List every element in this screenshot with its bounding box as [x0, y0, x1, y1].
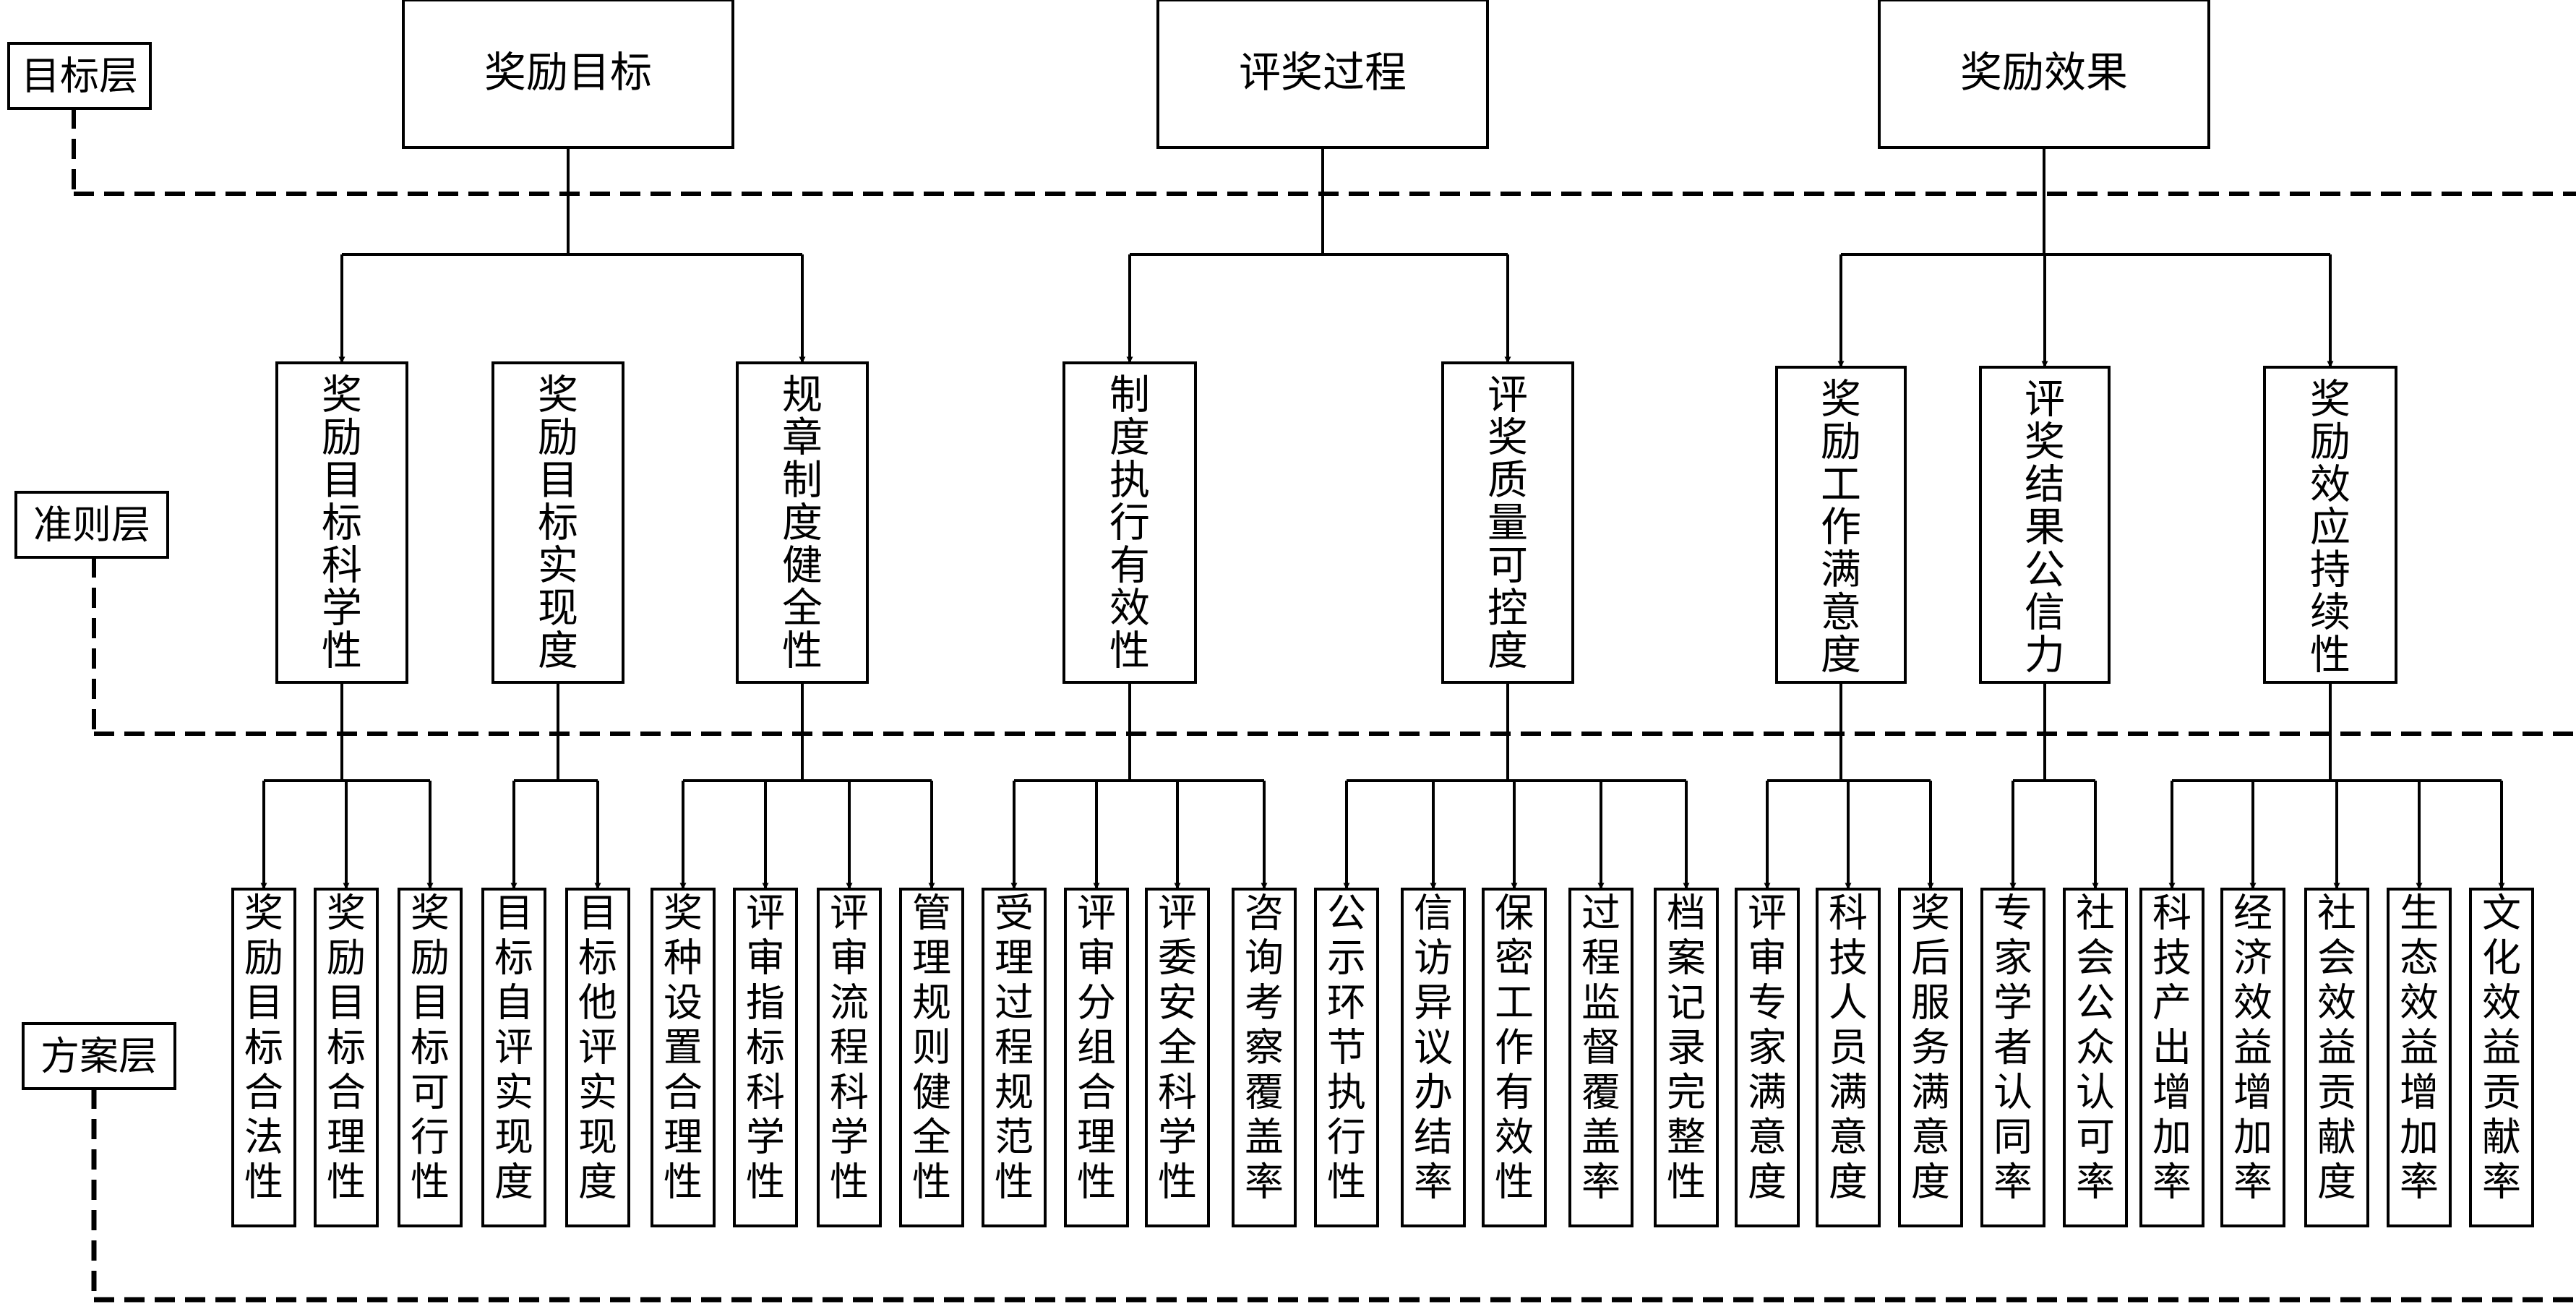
scheme-label: 生态效益增加率: [2400, 891, 2439, 1205]
scheme-label: 评审分组合理性: [1077, 891, 1116, 1205]
scheme-label: 受理过程规范性: [995, 891, 1034, 1205]
scheme-box: [817, 888, 882, 1227]
goal-label: 评奖过程: [1239, 48, 1407, 97]
scheme-label: 目标自评实现度: [494, 891, 533, 1205]
scheme-label: 经济效益增加率: [2233, 891, 2272, 1205]
scheme-box: [565, 888, 630, 1227]
criteria-label: 评奖结果公信力: [2025, 376, 2065, 679]
scheme-box: [231, 888, 296, 1227]
scheme-label: 评审流程科学性: [830, 891, 869, 1205]
scheme-box: [1145, 888, 1210, 1227]
criteria-box: [1775, 366, 1907, 684]
scheme-label: 专家学者认同率: [1993, 891, 2032, 1205]
scheme-label: 社会效益贡献度: [2317, 891, 2356, 1205]
criteria-box: [1979, 366, 2111, 684]
scheme-label: 奖励目标合法性: [244, 891, 283, 1205]
criteria-label: 奖励目标实现度: [538, 372, 578, 674]
criteria-label: 规章制度健全性: [782, 372, 823, 674]
criteria-label: 奖励效应持续性: [2310, 376, 2350, 679]
layer-label-box: [14, 491, 169, 559]
scheme-label: 奖励目标可行性: [411, 891, 450, 1205]
scheme-label: 社会公众认可率: [2076, 891, 2115, 1205]
scheme-label: 信访异议办结率: [1414, 891, 1453, 1205]
scheme-box: [2220, 888, 2285, 1227]
criteria-label: 奖励工作满意度: [1821, 376, 1861, 679]
scheme-label: 公示环节执行性: [1327, 891, 1366, 1205]
scheme-box: [481, 888, 546, 1227]
layer-label-box: [7, 42, 152, 110]
scheme-box: [2063, 888, 2128, 1227]
goal-label: 奖励目标: [484, 48, 652, 97]
scheme-box: [733, 888, 798, 1227]
scheme-box: [398, 888, 463, 1227]
scheme-box: [2304, 888, 2369, 1227]
scheme-label: 评委安全科学性: [1158, 891, 1197, 1205]
scheme-label: 保密工作有效性: [1495, 891, 1534, 1205]
scheme-box: [1314, 888, 1379, 1227]
scheme-box: [1232, 888, 1297, 1227]
scheme-label: 咨询考察覆盖率: [1245, 891, 1284, 1205]
scheme-box: [2139, 888, 2204, 1227]
scheme-label: 过程监督覆盖率: [1581, 891, 1620, 1205]
goal-label: 奖励效果: [1960, 48, 2128, 97]
layer-label-goal: 目标层: [21, 53, 138, 99]
goal-box: [1878, 0, 2210, 149]
criteria-box: [1062, 361, 1197, 684]
scheme-label: 奖后服务满意度: [1911, 891, 1950, 1205]
scheme-label: 评审专家满意度: [1748, 891, 1787, 1205]
criteria-label: 奖励目标科学性: [322, 372, 362, 674]
scheme-label: 目标他评实现度: [578, 891, 617, 1205]
scheme-label: 科技人员满意度: [1829, 891, 1868, 1205]
scheme-box: [899, 888, 964, 1227]
scheme-box: [1735, 888, 1800, 1227]
layer-label-criteria: 准则层: [33, 502, 150, 548]
scheme-box: [2387, 888, 2452, 1227]
scheme-box: [1482, 888, 1547, 1227]
scheme-box: [1568, 888, 1633, 1227]
scheme-label: 评审指标科学性: [746, 891, 785, 1205]
scheme-label: 文化效益贡献率: [2482, 891, 2521, 1205]
scheme-box: [1064, 888, 1129, 1227]
scheme-box: [982, 888, 1047, 1227]
layer-label-scheme: 方案层: [40, 1034, 158, 1079]
criteria-label: 评奖质量可控度: [1487, 372, 1528, 674]
criteria-box: [2263, 366, 2397, 684]
scheme-box: [314, 888, 379, 1227]
scheme-label: 科技产出增加率: [2152, 891, 2191, 1205]
criteria-box: [491, 361, 624, 684]
goal-box: [402, 0, 734, 149]
criteria-box: [275, 361, 408, 684]
scheme-label: 奖励目标合理性: [327, 891, 366, 1205]
scheme-label: 管理规则健全性: [912, 891, 951, 1205]
scheme-label: 档案记录完整性: [1667, 891, 1706, 1205]
scheme-box: [1898, 888, 1963, 1227]
goal-box: [1156, 0, 1489, 149]
scheme-box: [1401, 888, 1466, 1227]
criteria-box: [736, 361, 869, 684]
scheme-box: [1816, 888, 1881, 1227]
scheme-label: 奖种设置合理性: [664, 891, 703, 1205]
criteria-label: 制度执行有效性: [1109, 372, 1150, 674]
layer-label-box: [22, 1022, 176, 1090]
scheme-box: [1654, 888, 1719, 1227]
scheme-box: [2469, 888, 2534, 1227]
scheme-box: [651, 888, 716, 1227]
scheme-box: [1980, 888, 2045, 1227]
criteria-box: [1441, 361, 1574, 684]
